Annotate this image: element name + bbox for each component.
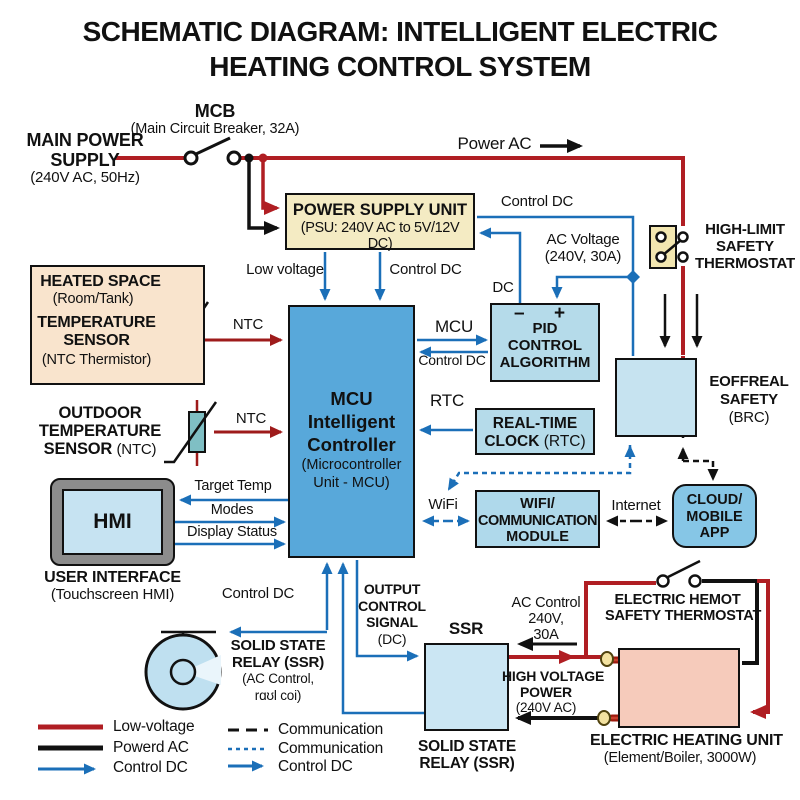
ac-control-label: AC Control 240V, 30A [511, 595, 581, 644]
output-signal-label: OUTPUT CONTROL SIGNAL (DC) [358, 581, 426, 647]
legend-control-dc: Control DC [113, 759, 188, 776]
heating-unit-sub: (Element/Boiler, 3000W) [603, 750, 757, 766]
wifi-label: WiFi [428, 496, 458, 513]
temp-sensor-title: TEMPERATURE SENSOR [37, 314, 156, 349]
legend-power-ac: Powerd AC [113, 739, 189, 756]
ntc-outdoor-label: NTC [235, 410, 267, 427]
safety-flow-arrows [659, 294, 703, 348]
legend-control-dc-2: Control DC [278, 758, 353, 775]
legend-swatches [38, 724, 268, 775]
cloud-app-box: CLOUD/ MOBILE APP [672, 484, 757, 548]
hmi-screen-label: HMI [93, 510, 132, 533]
mcu-to-pid-label: MCU [434, 317, 474, 336]
safety-relay-label: EOFFREAL SAFETY (BRC) [709, 373, 789, 426]
mcu-box: MCU Intelligent Controller (Microcontrol… [288, 305, 415, 558]
rtc-box: REAL-TIME CLOCK (RTC) [475, 408, 595, 455]
pid-to-mcu-label: Control DC [418, 352, 486, 368]
mcu-title: MCU Intelligent Controller [307, 388, 396, 455]
high-voltage-label: HIGH VOLTAGE POWER (240V AC) [502, 668, 605, 715]
pid-box: – + PID CONTROL ALGORITHM [490, 303, 600, 382]
temp-sensor-sub: (NTC Thermistor) [41, 352, 152, 368]
heating-power-wires [509, 579, 770, 725]
control-dc-fan-label: Control DC [221, 585, 295, 602]
page-title: SCHEMATIC DIAGRAM: INTELLIGENT ELECTRIC … [0, 14, 800, 84]
heating-unit-label: ELECTRIC HEATING UNIT [590, 732, 783, 749]
ntc-indoor-label: NTC [232, 316, 264, 333]
fan-ssr-label: SOLID STATE RELAY (SSR) (AC Control, rɑʊ… [230, 637, 326, 703]
control-dc-psu-label: Control DC [500, 193, 574, 210]
heated-space-title: HEATED SPACE [40, 273, 161, 290]
hemot-thermostat-label: ELECTRIC HEMOT SAFETY THERMOSTAT [605, 592, 762, 624]
mcb-switch-icon [183, 136, 268, 166]
ssr-bottom-label: SOLID STATE RELAY (SSR) [418, 738, 516, 773]
mcu-sub: (Microcontroller Unit - MCU) [301, 457, 402, 491]
safety-relay-box [615, 358, 697, 437]
title-line1: SCHEMATIC DIAGRAM: INTELLIGENT ELECTRIC [82, 16, 718, 47]
pid-minus-sign: – [514, 303, 525, 324]
user-interface-label: USER INTERFACE [44, 569, 181, 586]
hemot-switch-icon [656, 559, 702, 588]
hmi-screen[interactable]: HMI [62, 489, 163, 555]
wifi-module-title: WIFI/ COMMUNICATION MODULE [478, 496, 597, 545]
rtc-wire-label: RTC [429, 391, 465, 410]
main-power-spec: (240V AC, 50Hz) [30, 169, 140, 187]
power-ac-wire [115, 156, 685, 355]
pid-title: PID CONTROL ALGORITHM [499, 320, 591, 371]
psu-sub: (PSU: 240V AC to 5V/12V DC) [300, 220, 460, 252]
heated-space-sub: (Room/Tank) [52, 291, 134, 307]
display-status-label: Display Status [187, 524, 277, 540]
cloud-app-title: CLOUD/ MOBILE APP [686, 492, 743, 541]
modes-label: Modes [210, 502, 254, 518]
psu-title: POWER SUPPLY UNIT [292, 201, 468, 219]
outdoor-sensor-label: OUTDOOR TEMPERATURE SENSOR (NTC) [38, 404, 162, 458]
power-black-wire [247, 139, 583, 235]
heating-unit-box [618, 648, 740, 728]
pid-plus-sign: + [554, 303, 566, 324]
low-voltage-label: Low voltage [246, 261, 324, 278]
high-limit-thermostat-icon [649, 225, 689, 269]
ssr-top-label: SSR [448, 619, 484, 638]
control-dc-wires [175, 215, 640, 715]
main-power-label: MAIN POWER SUPPLY (240V AC, 50Hz) [5, 130, 165, 187]
legend-communication-dash: Communication [278, 721, 384, 738]
user-interface-sub: (Touchscreen HMI) [50, 586, 175, 603]
control-dc-mcu-label: Control DC [389, 261, 462, 278]
target-temp-label: Target Temp [194, 478, 272, 494]
heated-space-box [30, 265, 205, 385]
high-limit-thermostat-label: HIGH-LIMIT SAFETY THERMOSTAT [695, 221, 795, 272]
wifi-module-box: WIFI/ COMMUNICATION MODULE [475, 490, 600, 548]
power-ac-label: Power AC [457, 134, 532, 153]
rtc-title: REAL-TIME [492, 415, 578, 432]
internet-label: Internet [611, 497, 661, 514]
dc-feed-label: DC [492, 279, 514, 296]
fan-icon [144, 630, 222, 711]
ssr-box [424, 643, 509, 731]
outdoor-thermistor-icon [164, 401, 218, 464]
mcb-sub-label: (Main Circuit Breaker, 32A) [130, 121, 300, 137]
title-line2: HEATING CONTROL SYSTEM [209, 51, 591, 82]
rtc-sub: CLOCK (RTC) [484, 433, 586, 450]
legend-communication-dot: Communication [278, 740, 384, 757]
hmi-frame: HMI [50, 478, 175, 566]
mcb-label: MCB [194, 101, 236, 121]
psu-box: POWER SUPPLY UNIT (PSU: 240V AC to 5V/12… [285, 193, 475, 252]
ac-voltage-label: AC Voltage (240V, 30A) [544, 231, 622, 265]
legend-low-voltage: Low-voltage [113, 718, 195, 735]
communication-wifi-wires [422, 445, 636, 527]
communication-internet-wires [606, 447, 719, 527]
